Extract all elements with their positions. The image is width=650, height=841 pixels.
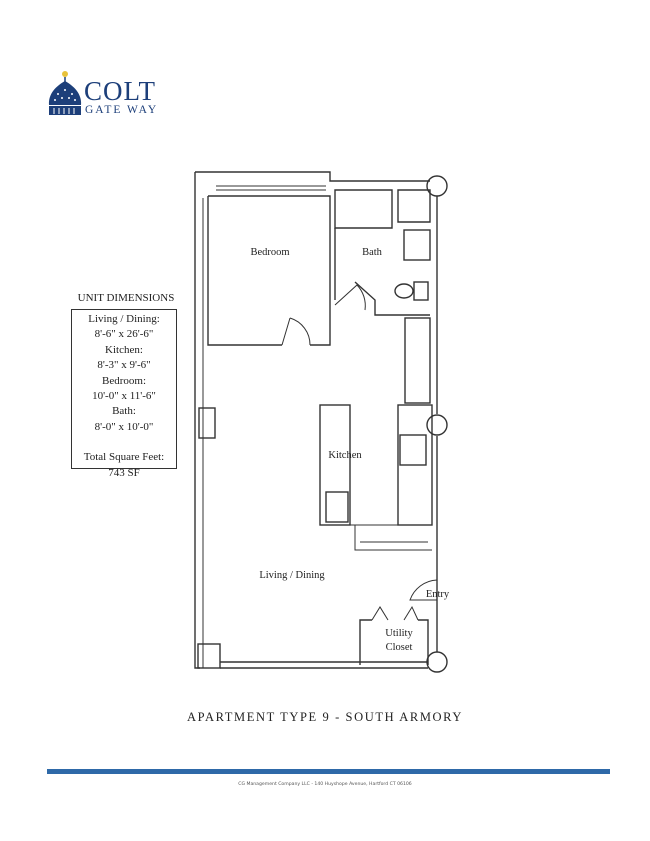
room-label-kitchen: Kitchen: [328, 450, 362, 461]
footer-address: CG Management Company LLC - 140 Huyshope…: [238, 782, 412, 787]
toilet-tank: [413, 281, 429, 301]
bedroom-closet: [216, 185, 326, 191]
room-label-living-dining: Living / Dining: [259, 570, 325, 581]
room-label-closet: Closet: [385, 642, 413, 653]
unit-dimensions-title: UNIT DIMENSIONS: [77, 292, 175, 304]
plan-title: APARTMENT TYPE 9 - SOUTH ARMORY: [186, 710, 464, 724]
dome-icon: [48, 71, 82, 115]
range: [399, 434, 427, 466]
logo-name: COLT: [84, 76, 157, 106]
dimension-line: 8'-3" x 9'-6": [97, 359, 151, 372]
dimension-line: Bedroom:: [102, 374, 146, 387]
column-mid-right: [426, 414, 448, 436]
logo-subtitle: GATE WAY: [85, 104, 159, 116]
dimension-line: 10'-0" x 11'-6": [92, 390, 156, 403]
dishwasher: [325, 491, 349, 523]
closet-near-kitchen: [320, 524, 432, 551]
room-label-entry: Entry: [425, 589, 450, 600]
bathtub: [334, 189, 393, 229]
sink: [403, 229, 431, 261]
column-top-right: [426, 175, 448, 197]
dimension-line: 8'-0" x 10'-0": [94, 420, 154, 433]
column-left-mid: [198, 407, 216, 439]
dimension-line: 8'-6" x 26'-6": [94, 328, 154, 341]
linen-closet: [397, 189, 431, 223]
dimension-line: Living / Dining:: [88, 313, 160, 325]
total-square-feet-label: Total Square Feet:: [83, 451, 165, 464]
utility-doors: [371, 605, 419, 621]
column-bottom-right: [426, 651, 448, 673]
bath-door: [334, 284, 366, 311]
room-label-utility: Utility: [385, 628, 413, 639]
dimension-line: Bath:: [112, 405, 136, 418]
bedroom-door: [281, 317, 311, 346]
utility-walls: [359, 619, 429, 665]
room-label-bath: Bath: [362, 247, 382, 258]
unit-dimensions-box: Living / Dining: 8'-6" x 26'-6" Kitchen:…: [71, 309, 177, 479]
total-square-feet-value: 743 SF: [108, 466, 140, 479]
bath-walls: [334, 228, 430, 316]
floor-plan: [194, 171, 448, 673]
column-left-bottom: [197, 643, 221, 669]
bottom-wall: [220, 661, 428, 669]
dimension-line: Kitchen:: [105, 343, 143, 356]
top-wall: [195, 171, 430, 182]
footer-bar: [47, 769, 610, 774]
bedroom-walls: [207, 195, 331, 346]
toilet: [394, 283, 414, 299]
refrigerator-pantry: [404, 317, 431, 404]
room-label-bedroom: Bedroom: [250, 247, 290, 258]
entry-door: [409, 579, 438, 601]
kitchen-island: [319, 404, 351, 526]
